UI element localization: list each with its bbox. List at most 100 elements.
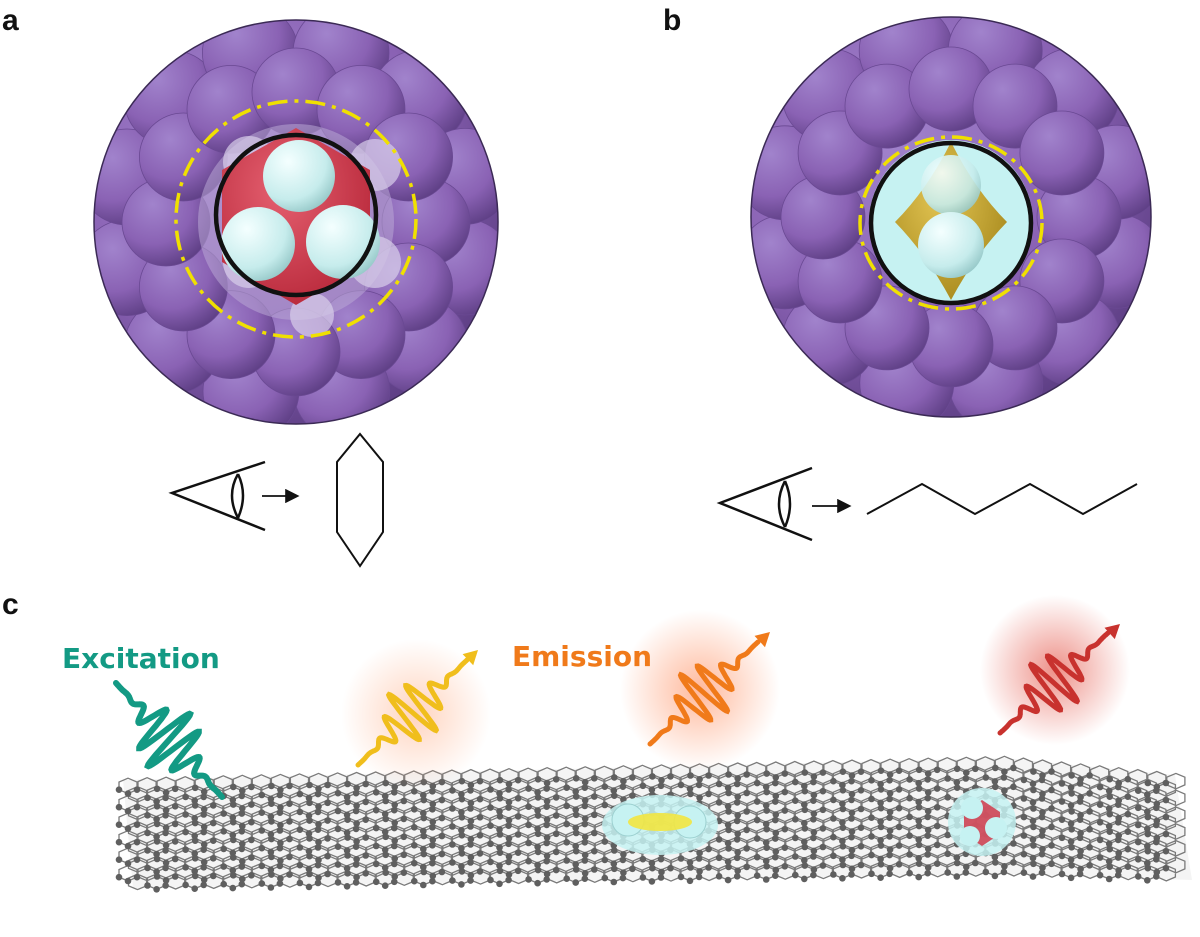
carbon-atom — [276, 880, 284, 887]
carbon-atom — [857, 805, 865, 813]
carbon-atom — [810, 847, 818, 855]
carbon-atom — [1038, 832, 1046, 839]
carbon-atom — [667, 864, 674, 872]
guide-dash-a — [174, 99, 418, 339]
carbon-atom — [1029, 780, 1037, 788]
carbon-atom — [610, 878, 618, 886]
carbon-atom — [411, 842, 418, 849]
carbon-atom — [857, 843, 865, 850]
carbon-atom — [391, 819, 399, 827]
carbon-atom — [610, 860, 618, 867]
carbon-atom — [810, 853, 817, 860]
carbon-atom — [1153, 804, 1160, 812]
carbon-atom — [505, 780, 513, 788]
carbon-atom — [514, 831, 522, 838]
carbon-atom — [933, 822, 941, 830]
carbon-atom — [334, 825, 342, 833]
carbon-atom — [886, 771, 894, 778]
carbon-atom — [801, 862, 809, 869]
carbon-atom — [753, 798, 761, 805]
carbon-atom — [810, 810, 818, 817]
carbon-atom — [1058, 834, 1066, 842]
eye-icon-b — [716, 466, 813, 542]
carbon-atom — [848, 871, 855, 878]
cavity-ring-b — [868, 140, 1034, 306]
carbon-atom — [1076, 870, 1084, 878]
carbon-atom — [848, 790, 856, 798]
hexagon-sketch-icon — [336, 432, 384, 568]
carbon-atom — [248, 872, 255, 879]
carbon-atom — [792, 871, 799, 879]
emission-arrowhead-red — [1104, 624, 1120, 640]
carbon-atom — [953, 784, 961, 791]
carbon-atom — [429, 842, 436, 849]
carbon-atom — [220, 810, 227, 817]
carbon-atom — [267, 795, 275, 803]
carbon-atom — [915, 873, 922, 881]
carbon-atom — [543, 798, 551, 805]
carbon-atom — [1010, 859, 1017, 866]
carbon-atom — [382, 851, 390, 859]
carbon-atom — [781, 863, 789, 870]
carbon-atom — [372, 860, 380, 868]
carbon-atom — [552, 812, 560, 819]
carbon-atom — [601, 856, 609, 864]
carbon-atom — [1038, 813, 1046, 821]
carbon-atom — [877, 818, 884, 825]
carbon-atom — [762, 857, 770, 865]
carbon-atom — [296, 861, 304, 869]
carbon-atom — [487, 876, 494, 884]
carbon-atom — [953, 854, 961, 861]
carbon-atom — [1096, 854, 1104, 861]
carbon-atom — [162, 794, 169, 802]
carbon-atom — [1000, 868, 1008, 876]
carbon-atom — [763, 807, 770, 814]
carbon-atom — [229, 831, 237, 839]
carbon-atom — [306, 817, 313, 824]
carbon-atom — [1030, 805, 1037, 812]
carbon-atom — [543, 816, 551, 823]
carbon-atom — [839, 824, 847, 831]
carbon-atom — [906, 832, 913, 839]
carbon-atom — [276, 809, 284, 816]
carbon-atom — [144, 847, 151, 854]
carbon-atom — [810, 866, 818, 873]
carbon-atom — [1124, 793, 1132, 800]
carbon-atom — [296, 844, 304, 851]
carbon-atom — [1039, 864, 1046, 871]
carbon-atom — [505, 817, 513, 824]
carbon-atom — [276, 862, 284, 870]
carbon-atom — [191, 819, 199, 827]
carbon-atom — [915, 817, 922, 825]
carbon-atom — [305, 794, 313, 802]
carbon-atom — [563, 784, 570, 791]
carbon-atom — [381, 846, 389, 854]
carbon-atom — [763, 788, 770, 796]
carbon-atom — [1134, 838, 1142, 846]
carbon-atom — [258, 791, 266, 799]
carbon-atom — [420, 850, 428, 858]
carbon-atom — [581, 797, 589, 804]
carbon-atom — [391, 878, 398, 886]
carbon-atom — [1000, 774, 1008, 781]
carbon-atom — [695, 855, 703, 862]
carbon-atom — [449, 877, 456, 884]
carbon-atom — [781, 844, 789, 851]
carbon-atom — [1038, 850, 1046, 858]
carbon-atom — [239, 822, 246, 830]
carbon-atom — [153, 886, 160, 893]
carbon-atom — [267, 866, 275, 874]
carbon-atom — [200, 864, 207, 871]
carbon-atom — [411, 806, 418, 813]
carbon-atom — [372, 789, 380, 796]
carbon-atom — [353, 838, 360, 845]
carbon-atom — [1039, 845, 1046, 853]
carbon-atom — [1010, 783, 1017, 791]
carbon-atom — [239, 858, 246, 865]
carbon-atom — [276, 791, 284, 799]
carbon-atom — [1106, 845, 1113, 853]
carbon-atom — [724, 858, 732, 865]
carbon-atom — [772, 829, 780, 837]
carbon-atom — [429, 872, 437, 880]
carbon-atom — [1124, 863, 1132, 870]
